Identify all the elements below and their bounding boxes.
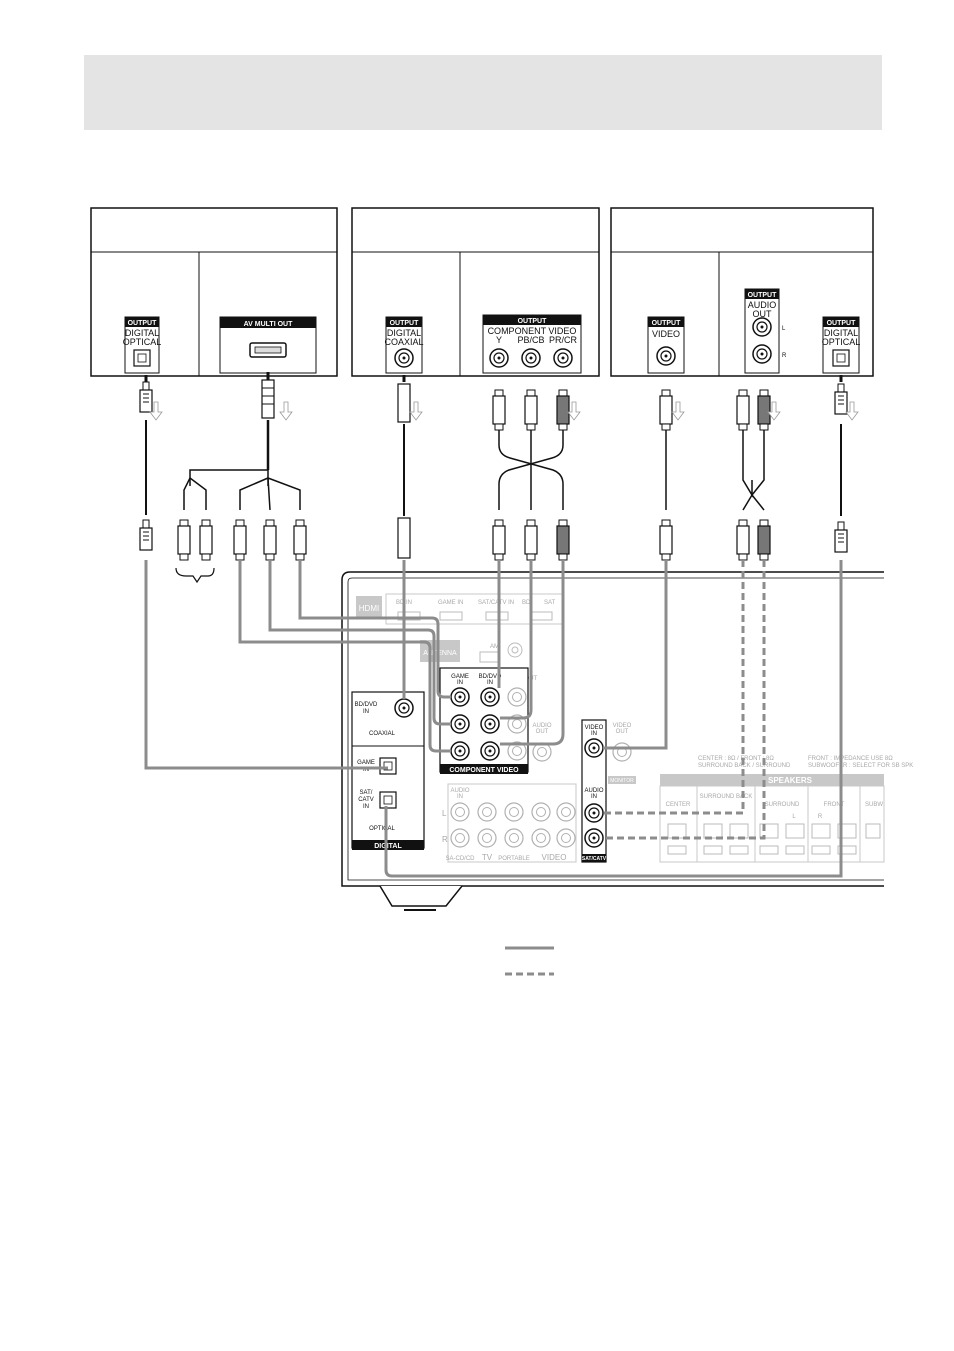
svg-text:OUTPUT: OUTPUT [827, 320, 857, 327]
svg-text:COMPONENT VIDEO: COMPONENT VIDEO [449, 767, 519, 774]
svg-text:IN: IN [591, 794, 597, 800]
svg-text:OUTPUT: OUTPUT [128, 320, 158, 327]
receiver-sat-catv-inputs: SAT/CATV VIDEO IN AUDIO IN [581, 719, 607, 863]
svg-text:IN: IN [363, 767, 369, 773]
svg-text:SA-CD/CD: SA-CD/CD [445, 856, 475, 862]
svg-text:SAT/CATV: SAT/CATV [582, 856, 607, 862]
svg-text:IN: IN [487, 680, 493, 686]
svg-text:DIGITAL: DIGITAL [125, 328, 159, 338]
receiver-ghost-outputs: AUDIO OUT VIDEO OUT MONITOR [532, 723, 636, 784]
svg-text:L: L [442, 809, 447, 818]
svg-text:OUTPUT: OUTPUT [748, 292, 778, 299]
svg-text:IN: IN [457, 680, 463, 686]
device3-video-output: OUTPUT VIDEO [647, 316, 685, 374]
receiver-digital-inputs: DIGITAL BD/DVD IN COAXIAL GAME IN SAT/ C… [351, 691, 425, 850]
plugs-lower [139, 517, 848, 561]
svg-text:VIDEO: VIDEO [585, 725, 604, 731]
svg-text:HDMI: HDMI [359, 604, 379, 613]
svg-text:OUT: OUT [616, 729, 629, 735]
svg-text:ANTENNA: ANTENNA [423, 650, 457, 657]
receiver-speakers-section: CENTER : 8Ω / FRONT : 8Ω SURROUND BACK /… [659, 756, 913, 863]
svg-text:COAXIAL: COAXIAL [369, 731, 396, 737]
svg-text:VIDEO: VIDEO [613, 723, 632, 729]
svg-text:VIDEO: VIDEO [652, 329, 680, 339]
svg-text:AUDIO: AUDIO [450, 788, 469, 794]
svg-text:DIGITAL: DIGITAL [387, 328, 421, 338]
svg-text:AV MULTI OUT: AV MULTI OUT [244, 321, 293, 328]
cable-runs-dashed [603, 560, 766, 840]
svg-text:Y: Y [496, 335, 502, 345]
device3-audio-output: OUTPUT AUDIO OUT L R [744, 288, 787, 374]
svg-text:SAT: SAT [544, 600, 556, 606]
svg-text:IN: IN [363, 709, 369, 715]
svg-text:CATV: CATV [358, 797, 374, 803]
section-header-bar [84, 55, 882, 130]
svg-text:CENTER : 8Ω / FRONT : 8Ω: CENTER : 8Ω / FRONT : 8Ω [698, 756, 774, 762]
device-box-2 [351, 207, 600, 377]
svg-text:IN: IN [457, 794, 463, 800]
svg-text:DIGITAL: DIGITAL [374, 843, 402, 850]
svg-text:BD/DVD: BD/DVD [355, 702, 378, 708]
device1-optical-output: OUTPUT DIGITAL OPTICAL [123, 316, 162, 374]
svg-text:OUTPUT: OUTPUT [652, 320, 682, 327]
svg-text:L: L [782, 326, 786, 332]
svg-text:FRONT: FRONT [824, 802, 845, 808]
device2-coaxial-output: OUTPUT DIGITAL COAXIAL [384, 316, 424, 374]
device1-av-multi-out: AV MULTI OUT [219, 316, 317, 374]
svg-text:AUDIO: AUDIO [584, 788, 603, 794]
svg-text:PORTABLE: PORTABLE [498, 856, 529, 862]
device-box-1 [90, 207, 338, 377]
svg-text:FRONT : IMPEDANCE USE 8Ω: FRONT : IMPEDANCE USE 8Ω [808, 756, 893, 762]
svg-text:SAT/CATV IN: SAT/CATV IN [478, 600, 514, 606]
svg-text:PR/CR: PR/CR [549, 335, 578, 345]
svg-text:R: R [782, 353, 787, 359]
receiver-component-inputs: COMPONENT VIDEO GAME IN BD/DVD IN [439, 667, 529, 774]
device2-component-output: OUTPUT COMPONENT VIDEO Y PB/CB PR/CR [482, 314, 582, 374]
svg-text:L: L [792, 814, 796, 820]
svg-text:MONITOR: MONITOR [610, 778, 634, 784]
svg-text:GAME IN: GAME IN [438, 600, 463, 606]
svg-text:SAT/: SAT/ [360, 790, 373, 796]
svg-text:SURROUND: SURROUND [765, 802, 800, 808]
svg-text:COAXIAL: COAXIAL [384, 337, 423, 347]
device-box-3 [610, 207, 874, 377]
svg-text:OPTICAL: OPTICAL [123, 337, 162, 347]
svg-text:COMPONENT VIDEO: COMPONENT VIDEO [488, 326, 577, 336]
svg-text:OUT: OUT [753, 309, 773, 319]
svg-text:DIGITAL: DIGITAL [824, 328, 858, 338]
receiver-rear-panel: HDMI BD IN GAME IN SAT/CATV IN BD SAT AN… [341, 571, 913, 911]
svg-text:GAME: GAME [357, 760, 375, 766]
svg-text:OUTPUT: OUTPUT [390, 320, 420, 327]
svg-text:SUBW: SUBW [865, 802, 883, 808]
svg-text:AUDIO: AUDIO [748, 300, 777, 310]
cable-runs [144, 560, 843, 878]
svg-text:SURROUND BACK: SURROUND BACK [700, 794, 753, 800]
receiver-ghost-audio-inputs: L R AUDIO IN SA-CD/CD TV PORTABLE VIDEO [442, 783, 577, 863]
svg-text:VIDEO: VIDEO [542, 853, 567, 862]
svg-text:R: R [442, 835, 448, 844]
svg-text:GAME: GAME [451, 674, 469, 680]
svg-text:CENTER: CENTER [666, 802, 691, 808]
cables-device-side [144, 372, 843, 584]
svg-text:BD: BD [522, 600, 531, 606]
svg-text:BD/DVD: BD/DVD [479, 674, 502, 680]
svg-text:SURROUND BACK / SURROUND: SURROUND BACK / SURROUND [698, 763, 791, 769]
svg-text:IN: IN [363, 804, 369, 810]
svg-text:OPTICAL: OPTICAL [369, 826, 395, 832]
svg-text:SPEAKERS: SPEAKERS [768, 776, 813, 785]
svg-text:AM: AM [490, 644, 499, 650]
svg-text:AUDIO: AUDIO [532, 723, 551, 729]
svg-text:R: R [818, 814, 823, 820]
svg-text:OUT: OUT [536, 729, 549, 735]
svg-text:IN: IN [591, 731, 597, 737]
svg-text:OPTICAL: OPTICAL [822, 337, 861, 347]
device3-optical-output: OUTPUT DIGITAL OPTICAL [822, 316, 861, 374]
svg-text:PB/CB: PB/CB [517, 335, 544, 345]
svg-text:TV: TV [482, 853, 493, 862]
svg-text:OUTPUT: OUTPUT [518, 318, 548, 325]
plugs-upper [139, 379, 848, 431]
svg-text:SUBWOOFER : SELECT FOR SB SPK: SUBWOOFER : SELECT FOR SB SPK [808, 763, 913, 769]
legend [505, 946, 554, 976]
